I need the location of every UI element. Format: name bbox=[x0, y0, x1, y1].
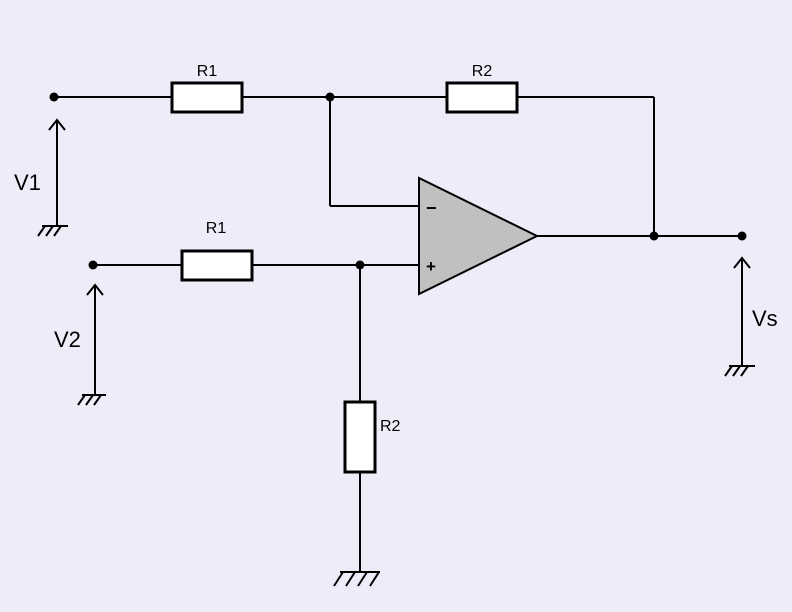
ground-icon-r2 bbox=[333, 571, 380, 587]
label-v1: V1 bbox=[14, 170, 41, 195]
label-r2-vertical: R2 bbox=[380, 418, 401, 435]
ground-icon-v2 bbox=[77, 394, 106, 406]
arrow-up-icon-v2 bbox=[86, 283, 104, 395]
label-v2: V2 bbox=[54, 327, 81, 352]
label-plus: + bbox=[426, 257, 436, 276]
opamp-triangle bbox=[418, 176, 540, 296]
resistor-r1-bottom bbox=[180, 249, 254, 282]
label-r1-bottom: R1 bbox=[206, 220, 227, 237]
terminal-v1 bbox=[49, 92, 59, 102]
terminal-v2 bbox=[88, 260, 98, 270]
label-r2-top: R2 bbox=[472, 63, 493, 80]
junction-top bbox=[325, 92, 335, 102]
label-vs: Vs bbox=[752, 306, 778, 331]
ground-icon-v1 bbox=[37, 225, 68, 237]
arrow-up-icon-vs bbox=[733, 256, 751, 366]
label-minus: − bbox=[426, 198, 437, 218]
junction-bottom bbox=[355, 260, 365, 270]
label-r1-top: R1 bbox=[197, 63, 218, 80]
junction-output bbox=[649, 231, 659, 241]
resistor-r1-top bbox=[170, 81, 244, 114]
terminal-vs bbox=[737, 231, 747, 241]
ground-icon-vs bbox=[724, 365, 755, 377]
arrow-up-icon-v1 bbox=[48, 118, 66, 226]
resistor-r2-vertical bbox=[343, 400, 377, 474]
resistor-r2-top bbox=[445, 81, 519, 114]
